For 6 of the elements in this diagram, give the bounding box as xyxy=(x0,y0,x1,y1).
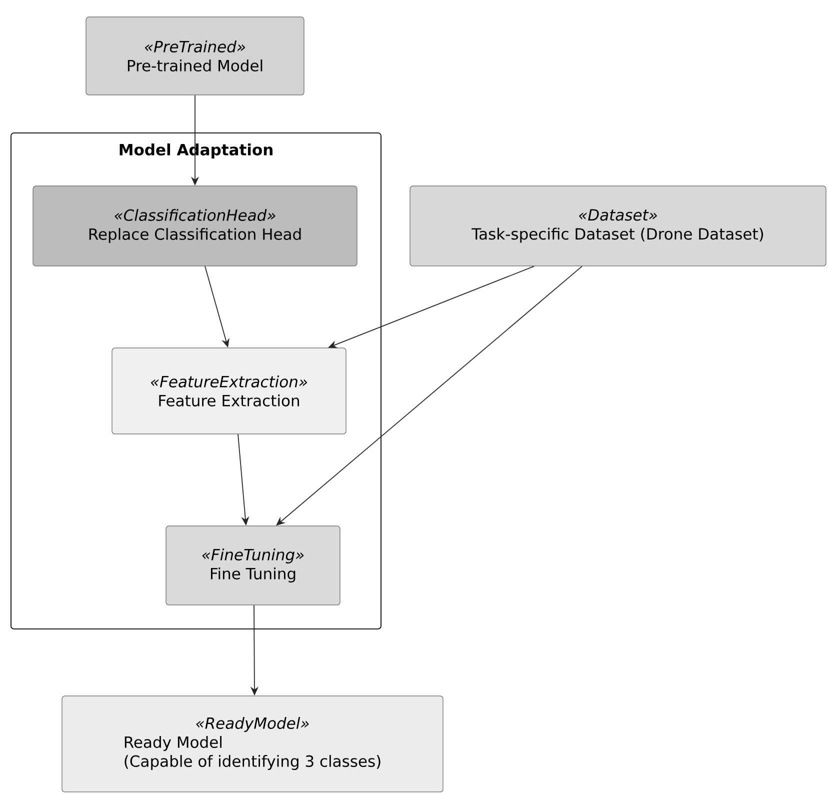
dataset-box: «Dataset» Task-specific Dataset (Drone Dataset) xyxy=(410,186,826,266)
process-box: «ClassificationHead» Replace Classification Head xyxy=(32,186,358,266)
model-box: «PreTrained» Pre-trained Model xyxy=(86,16,304,96)
process-box: «FeatureExtraction» Feature Extraction xyxy=(112,348,346,434)
model-box: «ReadyModel» Ready Model (Capable of identifying 3 classes) xyxy=(62,696,444,792)
process-box: «FineTuning» Fine Tuning xyxy=(166,526,340,606)
